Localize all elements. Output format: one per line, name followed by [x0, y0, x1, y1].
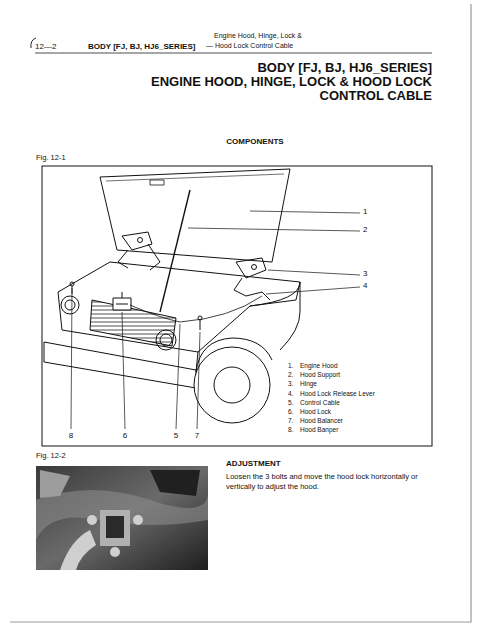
part-name: Hood Lock [300, 408, 331, 415]
callout-number: 2 [363, 225, 367, 234]
callout-number: 7 [195, 431, 199, 440]
legend-number: 1. [288, 362, 293, 369]
figure-number: Fig. 12-2 [36, 452, 66, 461]
header-rule [35, 53, 432, 54]
callout-number: 6 [123, 431, 127, 440]
legend-number: 4. [288, 390, 293, 397]
header-topic: Engine Hood, Hinge, Lock & [214, 32, 302, 40]
header-topic: — Hood Lock Control Cable [206, 42, 293, 50]
header-section: BODY [FJ, BJ, HJ6_SERIES] [88, 42, 195, 51]
part-name: Hood Support [300, 371, 340, 378]
page-title: ENGINE HOOD, HINGE, LOCK & HOOD LOCK CON… [114, 75, 432, 102]
legend-number: 8. [288, 426, 293, 433]
figure-frame [42, 166, 432, 446]
vehicle-drawing [44, 169, 300, 423]
subheading: ADJUSTMENT [226, 459, 281, 468]
callout-number: 1 [363, 207, 367, 216]
callout-number: 4 [363, 281, 367, 290]
part-name: Hood Banper [300, 426, 338, 433]
body-text: Loosen the 3 bolts and move the hood loc… [226, 472, 440, 492]
legend-number: 5. [288, 399, 293, 406]
part-name: Control Cable [300, 399, 340, 406]
part-name: Hinge [300, 380, 317, 387]
legend-number: 7. [288, 417, 293, 424]
part-name: Engine Hood [300, 362, 338, 369]
callout-number: 5 [174, 431, 178, 440]
section-heading: BODY [FJ, BJ, HJ6_SERIES] [257, 61, 432, 76]
adjustment-photo [36, 466, 208, 570]
page-number: 12—2 [35, 42, 56, 51]
legend-number: 3. [288, 380, 293, 387]
figure-number: Fig. 12-1 [36, 154, 66, 163]
page-edge [10, 4, 471, 622]
legend-number: 2. [288, 371, 293, 378]
legend-number: 6. [288, 408, 293, 415]
subheading: COMPONENTS [226, 137, 283, 146]
callout-number: 3 [363, 269, 367, 278]
part-name: Hood Lock Release Lever [300, 390, 375, 397]
part-name: Hood Balancer [300, 417, 343, 424]
callout-number: 8 [69, 431, 73, 440]
